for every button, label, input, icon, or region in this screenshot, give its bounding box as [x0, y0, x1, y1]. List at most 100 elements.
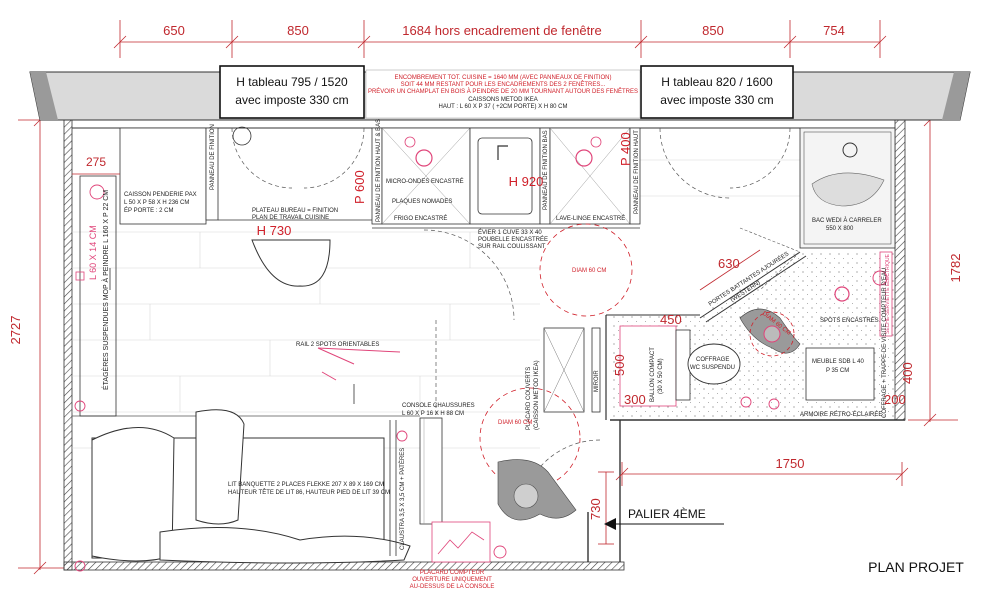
- ballon-label-1: BALLON COMPACT: [650, 347, 656, 402]
- dim-1782: 1782: [948, 254, 963, 283]
- ss-icon: [872, 270, 888, 286]
- plaques-label: PLAQUES NOMADES: [392, 199, 452, 205]
- bac-label-2: 550 X 800: [826, 226, 854, 232]
- evier-label-1: ÉVIER 1 CUVE 33 X 40: [478, 229, 542, 236]
- bed-socket-icon: [74, 560, 86, 572]
- dim-850-right: 850: [702, 23, 724, 38]
- left-dimension: [18, 113, 64, 575]
- dim-450: 450: [660, 312, 682, 327]
- ballon-label-2: (30 X 50 CM): [658, 358, 664, 394]
- shower-figure: [811, 172, 885, 207]
- kitchen-light-icon-1: [415, 149, 433, 167]
- dim-60x14: L 60 X 14 CM: [88, 225, 98, 280]
- socket-icon-left: [75, 271, 85, 281]
- dim-200: 200: [884, 392, 906, 407]
- ballon-box: [619, 325, 677, 407]
- meuble-sdb: [805, 347, 875, 401]
- kitchen-block: [371, 127, 641, 229]
- desk-chair: [251, 239, 331, 287]
- rail-label: RAIL 2 SPOTS ORIENTABLES: [296, 342, 379, 348]
- dim-2727: 2727: [8, 316, 23, 345]
- micro-label: MICRO-ONDES ENCASTRÉ: [386, 178, 464, 185]
- placard-compteur-1: PLACARD COMPTEUR: [420, 570, 485, 576]
- spot-icon-bath-2: [740, 396, 752, 408]
- turn-circle-kitchen: [539, 223, 633, 317]
- light-icon-left: [74, 400, 86, 412]
- etageres-label: ÉTAGÈRES SUSPENDUES MOP À PEINDRE L 160 …: [101, 190, 110, 390]
- turn-circle-entry: [479, 387, 581, 489]
- kitchen-socket-icon-2: [590, 136, 602, 148]
- panneau-haut-bas-label: PANNEAU DE FINITION HAUT & BAS: [376, 119, 382, 222]
- spot-icon-bath-3: [768, 398, 780, 410]
- bac-label-1: BAC WEDI À CARRELER: [812, 217, 882, 224]
- plateau-label-2: PLAN DE TRAVAIL CUISINE: [252, 215, 329, 221]
- console-socket-icon: [396, 430, 408, 442]
- p400-label: P 400: [618, 132, 633, 166]
- window-strip: [29, 65, 971, 121]
- coffrage-wc-1: COFFRAGE: [696, 357, 729, 363]
- dim-1684: 1684 hors encadrement de fenêtre: [402, 23, 601, 38]
- miroir-label: MIROIR: [594, 370, 600, 392]
- pillow-top: [195, 409, 245, 525]
- dim-300: 300: [624, 392, 646, 407]
- seche-label: SÈCHE-SERVIETTE ÉLECTRIQUE: [884, 253, 891, 334]
- evier-label-2: POUBELLE ENCASTRÉE: [478, 236, 548, 243]
- dim-650: 650: [163, 23, 185, 38]
- seche-serviette: [879, 251, 893, 337]
- diam-entry: DIAM 60 CM: [498, 420, 532, 426]
- room-swings: [423, 229, 601, 521]
- frigo-label: FRIGO ENCASTRÉ: [394, 215, 447, 222]
- lavelinge-label: LAVE-LINGE ENCASTRÉ: [556, 215, 625, 222]
- placard-compteur-3: AU-DESSUS DE LA CONSOLE: [410, 584, 495, 590]
- placard-compteur-2: OUVERTURE UNIQUEMENT: [412, 577, 492, 583]
- dim-630: 630: [718, 256, 740, 271]
- armoire-label: ARMOIRE RÉTRO-ÉCLAIRÉE: [800, 411, 882, 418]
- penderie-label-1: CAISSON PENDERIE PAX: [124, 192, 197, 198]
- height-h730: H 730: [257, 223, 292, 238]
- dim-754: 754: [823, 23, 845, 38]
- pillow-bottom: [159, 527, 411, 564]
- evier-label-3: SUR RAIL COULISSANT: [478, 244, 546, 250]
- meuble-label-2: P 35 CM: [826, 368, 849, 374]
- entry-dimension: [598, 471, 614, 545]
- kitchen-light-icon-2: [575, 149, 593, 167]
- placard-couverts-2: (CAISSON METOD IKEA): [534, 360, 540, 430]
- spot-icon-bath: [834, 286, 850, 302]
- plateau-label-1: PLATEAU BUREAU = FINITION: [252, 208, 338, 214]
- wc-bowl: [687, 343, 741, 385]
- penderie-box: [119, 127, 207, 225]
- window-left-line2: avec imposte 330 cm: [235, 93, 348, 107]
- panneau-desk: [205, 127, 219, 221]
- palier-label: PALIER 4ÈME: [628, 506, 706, 521]
- window-left-line1: H tableau 795 / 1520: [236, 75, 348, 89]
- top-dimension-chain: [113, 20, 887, 58]
- faucet-icon: [497, 145, 508, 160]
- dim-1750-line: [615, 462, 909, 486]
- rail-line: [317, 347, 401, 353]
- dim-730-entry: 730: [588, 498, 603, 520]
- compteur-box: [431, 521, 491, 563]
- etageres-box: [79, 175, 117, 417]
- caissons-note-1: CAISSONS METOD IKEA: [468, 97, 538, 103]
- panneau-desk-label: PANNEAU DE FINITION: [210, 124, 216, 190]
- panneau-bas-label: PANNEAU DE FINITION BAS: [543, 130, 549, 210]
- lit-label-1: LIT BANQUETTE 2 PLACES FLEKKE 207 X 89 X…: [228, 482, 384, 488]
- window-right-line2: avec imposte 330 cm: [660, 93, 773, 107]
- lit-label-2: HAUTEUR TÊTE DE LIT 86, HAUTEUR PIED DE …: [228, 488, 390, 496]
- dim-500: 500: [612, 354, 627, 376]
- dim-275: 275: [86, 155, 106, 169]
- shower-head-icon: [842, 142, 858, 158]
- entry-figure: [497, 459, 577, 521]
- kitchen-note-2: SOIT 44 MM RESTANT POUR LES ENCADREMENTS…: [401, 80, 606, 88]
- turn-circle-bath: [749, 311, 795, 357]
- kitchen-note-3: PRÉVOIR UN CHAMPLAT EN BOIS À PEINDRE DE…: [368, 87, 638, 95]
- plan-title: PLAN PROJET: [868, 559, 964, 575]
- p600-label: P 600: [352, 170, 367, 204]
- window-right-line1: H tableau 820 / 1600: [661, 75, 773, 89]
- dim-400: 400: [900, 362, 915, 384]
- coffrage-wc-2: WC SUSPENDU: [690, 365, 735, 371]
- dim-1750: 1750: [776, 456, 805, 471]
- penderie-label-2: L 50 X P 58 X H 236 CM: [124, 200, 189, 206]
- coffrage-trappe-label: COFFRAGE + TRAPPE DE VISITE COMPTEUR D'E…: [882, 268, 888, 418]
